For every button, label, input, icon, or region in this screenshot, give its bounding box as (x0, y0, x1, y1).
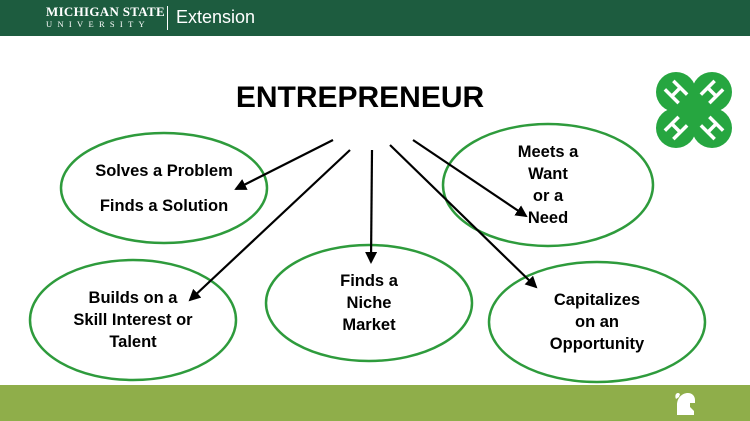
bubble-line: Talent (109, 333, 157, 351)
arrow-to-want (412, 139, 528, 218)
extension-label: Extension (176, 7, 256, 27)
arrow-to-problem (234, 139, 334, 190)
arrow-to-skill (188, 149, 351, 302)
bubble-line: Want (528, 165, 568, 183)
bubble-line: Skill Interest or (73, 311, 193, 329)
bubble-line: Capitalizes (553, 291, 641, 309)
header-bar: MICHIGAN STATE UNIVERSITY Extension (0, 0, 750, 36)
bubble-line: Opportunity (549, 335, 645, 353)
bubble-line: on an (575, 313, 619, 331)
4-h-clover-icon (656, 72, 732, 148)
bubble-line: Finds a (340, 272, 398, 290)
spartan-helmet-icon[interactable] (673, 391, 697, 417)
diagram-title: ENTREPRENEUR (235, 81, 485, 114)
bubble-outline-opportunity (487, 260, 707, 384)
msu-wordmark[interactable]: MICHIGAN STATE UNIVERSITY (46, 5, 165, 30)
bubble-opportunity: Capitalizes on an Opportunity (489, 262, 705, 382)
msu-wordmark-line2: UNIVERSITY (46, 19, 150, 29)
bubble-line: or a (532, 187, 564, 205)
footer-bar (0, 385, 750, 421)
msu-wordmark-line1: MICHIGAN STATE (46, 4, 165, 19)
bubble-outline-skill (28, 258, 238, 382)
arrow-to-opportunity (389, 144, 538, 289)
bubble-line: Meets a (517, 143, 579, 161)
bubble-line: Niche (346, 294, 392, 312)
bubble-outline-niche (264, 243, 474, 363)
arrow-to-niche (365, 149, 378, 264)
bubble-outline-problem (59, 131, 269, 245)
bubble-skill: Builds on a Skill Interest or Talent (30, 260, 236, 380)
bubble-line: Builds on a (88, 289, 178, 307)
bubble-line: Finds a Solution (99, 196, 229, 215)
bubble-line: Market (342, 316, 396, 334)
bubble-outline-want (441, 122, 655, 248)
bubble-line: Solves a Problem (95, 161, 233, 180)
bubble-want: Meets a Want or a Need (443, 124, 653, 246)
header-divider (167, 6, 168, 30)
bubble-line: Need (527, 209, 569, 227)
